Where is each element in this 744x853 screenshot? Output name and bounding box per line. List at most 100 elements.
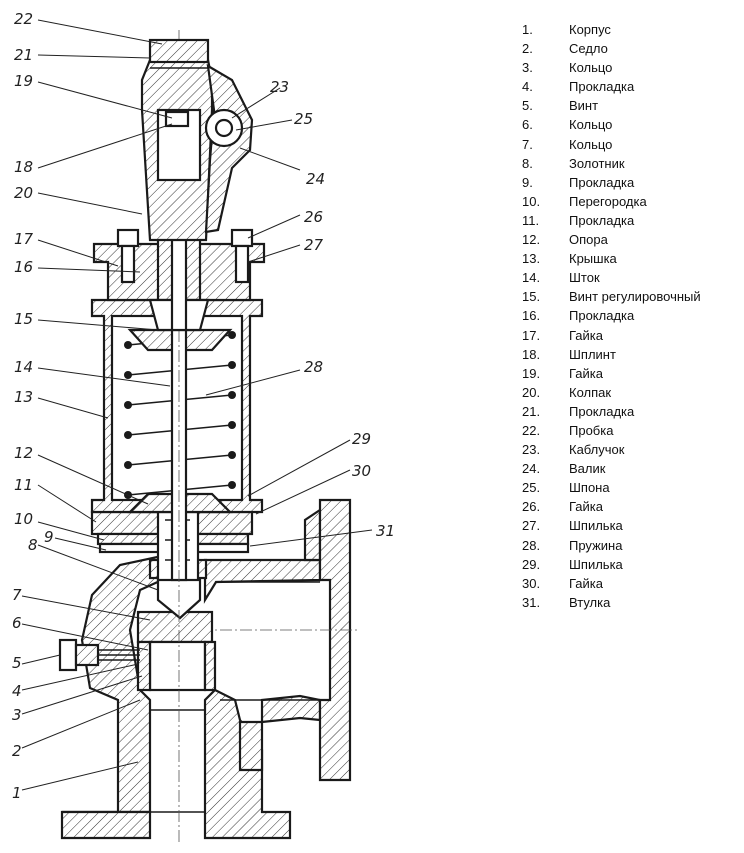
callout-17: 17	[14, 230, 34, 248]
legend-item-label: Шплинт	[569, 346, 616, 362]
legend-item-number: 1.	[522, 22, 533, 37]
legend-item: 12. Опора	[522, 230, 701, 249]
legend-item: 13.Крышка	[522, 249, 701, 268]
legend-item: 15. Винт регулировочный	[522, 287, 701, 306]
legend-item-label: Кольцо	[569, 60, 613, 76]
callout-12: 12	[14, 444, 33, 462]
legend-item: 5. Винт	[522, 96, 701, 115]
legend-item-number: 29.	[522, 556, 541, 572]
leader-lines	[21, 19, 373, 791]
legend-item-number: 26.	[522, 499, 541, 515]
legend-item-number: 24.	[522, 461, 541, 477]
callout-23: 23	[270, 78, 289, 96]
legend-item: 23.Каблучок	[522, 440, 701, 459]
legend-item-label: Колпак	[569, 384, 612, 400]
callout-27: 27	[304, 236, 324, 254]
callout-29: 29	[352, 430, 371, 448]
legend-item: 3. Кольцо	[522, 58, 701, 77]
callout-14: 14	[14, 358, 33, 376]
legend-item: 1. Корпус	[522, 20, 701, 39]
legend-item-label: Шпилька	[569, 518, 623, 534]
legend-item-label: Прокладка	[569, 79, 635, 95]
legend-item-label: Перегородка	[569, 193, 647, 209]
legend-item-label: Кольцо	[569, 117, 613, 133]
callout-labels: 1 2 3 4 5 6 7 8 9 10 11 12 13 14 15 16 1…	[12, 10, 395, 802]
legend-item-label: Шпона	[569, 480, 610, 496]
callout-26: 26	[304, 208, 323, 226]
legend-item-label: Гайка	[569, 575, 604, 591]
legend-item-label: Прокладка	[569, 212, 635, 228]
outlet-flange	[200, 498, 358, 782]
legend-item-label: Гайка	[569, 499, 604, 515]
legend-item-label: Кольцо	[569, 136, 613, 152]
legend-item-number: 18.	[522, 346, 541, 362]
legend-item-label: Пружина	[569, 537, 623, 553]
legend-item-number: 14.	[522, 270, 541, 286]
legend-item: 14. Шток	[522, 268, 701, 287]
legend-item: 10.Перегородка	[522, 192, 701, 211]
legend-item-label: Шток	[569, 270, 600, 286]
legend-item-number: 30.	[522, 575, 541, 591]
legend-item: 8. Золотник	[522, 154, 701, 173]
callout-30: 30	[352, 462, 371, 480]
legend-item-number: 31.	[522, 594, 541, 610]
callout-8: 8	[28, 536, 38, 554]
callout-3: 3	[12, 706, 22, 724]
legend-item-number: 8.	[522, 155, 533, 171]
legend-item: 6.Кольцо	[522, 115, 701, 134]
legend-item: 31. Втулка	[522, 593, 701, 612]
callout-1: 1	[12, 784, 22, 802]
legend-item: 9.Прокладка	[522, 173, 701, 192]
legend-item-number: 16.	[522, 308, 541, 324]
callout-22: 22	[14, 10, 33, 28]
callout-25: 25	[294, 110, 313, 128]
callout-10: 10	[14, 510, 33, 528]
callout-18: 18	[14, 158, 33, 176]
legend-item-number: 28.	[522, 537, 541, 553]
legend-item-number: 15.	[522, 289, 541, 305]
callout-5: 5	[12, 654, 22, 672]
legend-item-label: Прокладка	[569, 308, 635, 324]
legend-item-number: 3.	[522, 60, 533, 76]
legend-item: 28. Пружина	[522, 536, 701, 555]
legend-item-label: Опора	[569, 232, 608, 248]
callout-20: 20	[14, 184, 33, 202]
callout-24: 24	[306, 170, 325, 188]
legend-item-label: Корпус	[569, 22, 611, 37]
legend-item-label: Гайка	[569, 365, 604, 381]
callout-13: 13	[14, 388, 33, 406]
legend-item: 21.Прокладка	[522, 402, 701, 421]
legend-item-number: 4.	[522, 79, 533, 95]
legend-item-label: Гайка	[569, 327, 604, 343]
callout-16: 16	[14, 258, 33, 276]
legend-item-label: Винт регулировочный	[569, 289, 701, 305]
legend-item: 11. Прокладка	[522, 211, 701, 230]
legend-item-number: 7.	[522, 136, 533, 152]
callout-9: 9	[44, 528, 54, 546]
legend-item-label: Седло	[569, 41, 608, 57]
legend-item-number: 23.	[522, 442, 541, 458]
legend-item: 16. Прокладка	[522, 306, 701, 325]
legend-item-number: 12.	[522, 232, 541, 248]
legend-item-label: Винт	[569, 98, 599, 114]
callout-2: 2	[12, 742, 22, 760]
legend-item-number: 19.	[522, 365, 541, 381]
legend-item-label: Крышка	[569, 251, 617, 267]
legend-item-number: 9.	[522, 174, 533, 190]
legend-item-number: 20.	[522, 384, 541, 400]
legend-item-label: Прокладка	[569, 403, 635, 419]
legend-item-label: Втулка	[569, 594, 611, 610]
legend-item: 26. Гайка	[522, 497, 701, 516]
callout-7: 7	[12, 586, 22, 604]
legend-item-number: 5.	[522, 98, 533, 114]
legend-item: 29.Шпилька	[522, 555, 701, 574]
cap	[140, 38, 214, 242]
legend-item: 22.Пробка	[522, 421, 701, 440]
legend-item-label: Валик	[569, 461, 606, 477]
legend-item-label: Золотник	[569, 155, 625, 171]
legend-item-number: 27.	[522, 518, 541, 534]
callout-31: 31	[376, 522, 395, 540]
legend-item-number: 11.	[522, 212, 540, 228]
callout-28: 28	[304, 358, 323, 376]
